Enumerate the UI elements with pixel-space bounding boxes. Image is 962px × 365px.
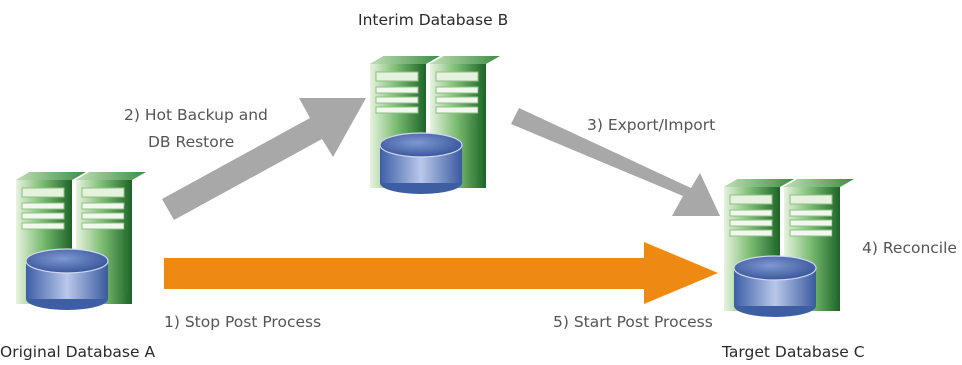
label-original-database: Original Database A [0, 343, 156, 361]
server-with-disk-icon [15, 171, 147, 311]
label-interim-database: Interim Database B [358, 11, 509, 29]
server-with-disk-icon [369, 55, 501, 195]
label-hot-backup-line1: 2) Hot Backup and [124, 106, 268, 124]
arrow-export-import [511, 108, 720, 216]
label-target-database: Target Database C [722, 343, 865, 361]
server-original [15, 171, 147, 311]
arrow-hot-backup [162, 98, 366, 220]
label-hot-backup-line2: DB Restore [148, 133, 235, 151]
label-reconcile: 4) Reconcile [862, 239, 957, 257]
label-export-import: 3) Export/Import [587, 116, 716, 134]
server-interim [369, 55, 501, 195]
arrow-stop-start [164, 242, 718, 304]
server-target [723, 178, 855, 318]
label-stop-post-process: 1) Stop Post Process [164, 313, 322, 331]
label-start-post-process: 5) Start Post Process [553, 313, 713, 331]
server-with-disk-icon [723, 178, 855, 318]
